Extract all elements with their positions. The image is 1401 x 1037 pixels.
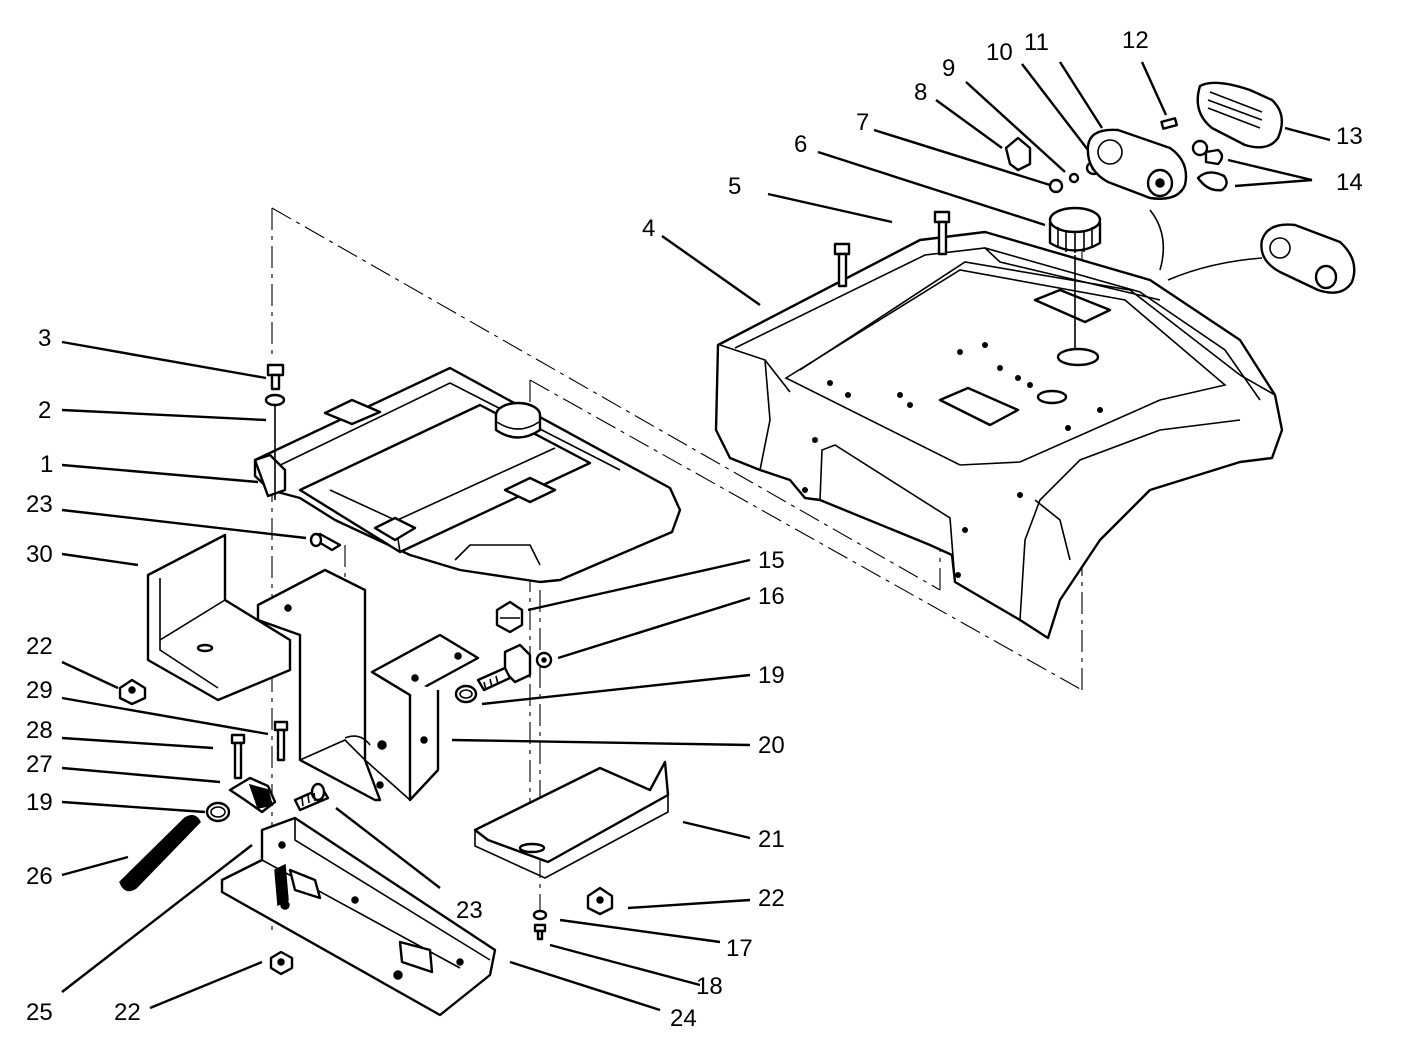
callout-26: 26 xyxy=(26,863,53,890)
screw-lower xyxy=(293,782,330,812)
tee-fitting xyxy=(476,643,532,692)
bolts-left-column xyxy=(230,720,289,780)
leader-lines xyxy=(61,61,1331,1012)
callout-5: 5 xyxy=(728,173,741,200)
callout-22-left: 22 xyxy=(26,633,53,660)
callout-6: 6 xyxy=(794,131,807,158)
callout-29: 29 xyxy=(26,677,53,704)
fuel-tank xyxy=(253,366,682,584)
fuel-hose xyxy=(119,815,201,892)
callout-9: 9 xyxy=(942,55,955,82)
hose-clamp-upper xyxy=(454,684,478,704)
filler-cap xyxy=(1048,206,1102,350)
tail-light-housing xyxy=(1086,128,1188,271)
mounting-plate xyxy=(220,816,497,1017)
callout-22-right: 22 xyxy=(758,885,785,912)
callout-1: 1 xyxy=(40,451,53,478)
callout-13: 13 xyxy=(1336,123,1363,150)
callout-15: 15 xyxy=(758,547,785,574)
callout-11: 11 xyxy=(1024,29,1049,56)
small-hardware-top xyxy=(1004,136,1103,194)
nut-bottom xyxy=(269,950,294,976)
bracket-bottom-right xyxy=(473,760,670,879)
callout-17: 17 xyxy=(726,935,753,962)
callout-12: 12 xyxy=(1122,27,1149,54)
callout-19-lower: 19 xyxy=(26,789,53,816)
lens-screw xyxy=(1160,117,1178,130)
fuel-fitting xyxy=(495,600,524,634)
callout-20: 20 xyxy=(758,732,785,759)
callout-18: 18 xyxy=(696,973,723,1000)
callout-10: 10 xyxy=(986,39,1013,66)
callout-3: 3 xyxy=(38,325,51,352)
fender-body xyxy=(714,230,1284,640)
callout-4: 4 xyxy=(642,215,655,242)
callout-19-upper: 19 xyxy=(758,662,785,689)
callout-14: 14 xyxy=(1336,169,1363,196)
fender-bolts xyxy=(833,210,951,288)
bracket-left xyxy=(146,533,292,702)
washer-screw-bottom xyxy=(532,909,548,941)
nut-middle xyxy=(586,886,614,916)
callout-28: 28 xyxy=(26,717,53,744)
callout-23-upper: 23 xyxy=(26,491,53,518)
light-lens xyxy=(1196,81,1284,149)
callout-labels: 1 2 3 4 5 6 7 8 9 10 11 12 13 14 15 16 1… xyxy=(26,27,1363,1032)
u-bracket xyxy=(256,568,480,802)
callout-23-lower: 23 xyxy=(456,897,483,924)
callout-24: 24 xyxy=(670,1005,697,1032)
tank-bolt-washer xyxy=(264,363,286,500)
bulbs xyxy=(1191,139,1228,192)
callout-21: 21 xyxy=(758,826,785,853)
callout-30: 30 xyxy=(26,541,53,568)
callout-2: 2 xyxy=(38,397,51,424)
screw-upper xyxy=(309,532,342,552)
hose-clip xyxy=(228,776,277,814)
callout-25: 25 xyxy=(26,999,53,1026)
callout-27: 27 xyxy=(26,751,53,778)
callout-22-bottom: 22 xyxy=(114,999,141,1026)
callout-7: 7 xyxy=(856,109,869,136)
hose-clamp-lower xyxy=(205,801,231,823)
tail-light-second xyxy=(1167,223,1356,294)
nut-left xyxy=(118,678,147,706)
nut-16 xyxy=(535,651,553,669)
callout-16: 16 xyxy=(758,583,785,610)
callout-8: 8 xyxy=(914,79,927,106)
